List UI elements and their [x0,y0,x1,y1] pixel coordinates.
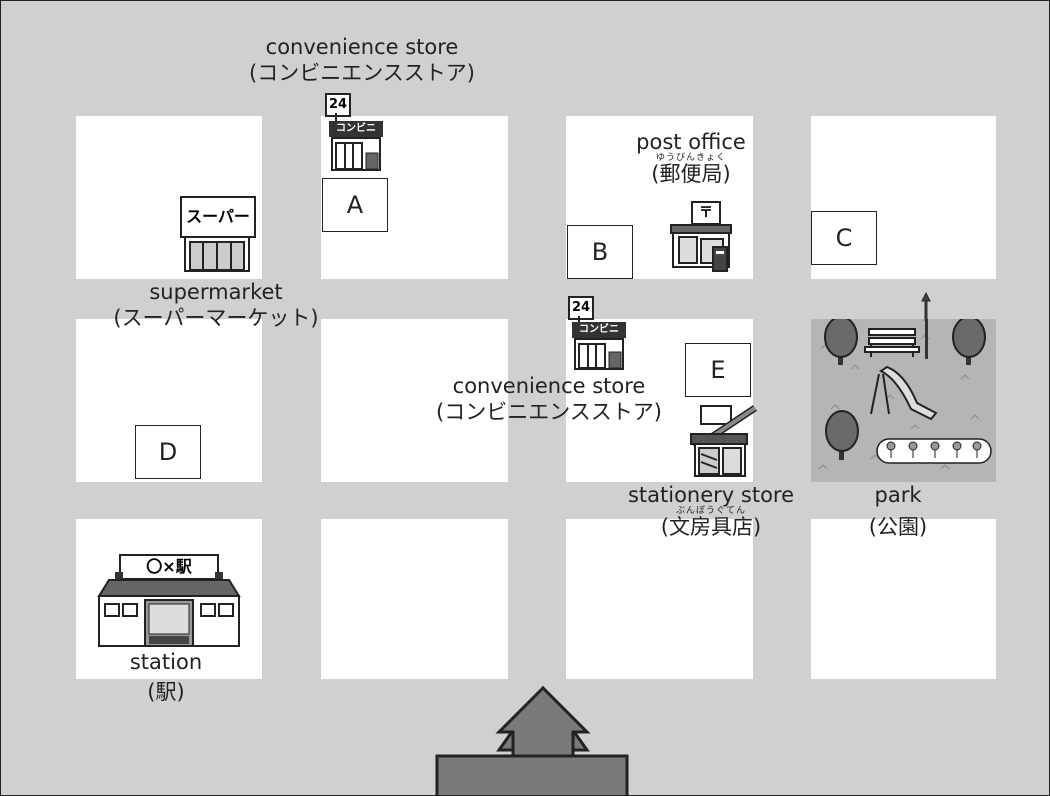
bench-icon [864,328,920,357]
postal-mark-icon: 〒 [691,201,721,225]
supermarket-en: supermarket [149,280,283,304]
tree-icon [825,410,859,460]
flower-bed-icon [876,438,992,464]
station-en: station [129,650,203,674]
marker-b: B [567,225,633,279]
park-label: park (公園) [843,484,953,538]
marker-a: A [322,178,388,232]
post-office-label: post office ゆうびんきょく (郵便局) [616,131,766,186]
supermarket-label: supermarket (スーパーマーケット) [91,281,341,329]
post-office-icon: 〒 [669,201,745,273]
stationery-store-icon [681,404,759,478]
stationery-store-en: stationery store [627,483,795,507]
convenience-store-b-en: convenience store [452,374,646,398]
sign-24: 24 [325,93,351,117]
up-arrow-icon [431,685,631,795]
convenience-store-a-sign: コンビニ [329,121,383,137]
station-ja: (駅) [147,680,185,705]
station-icon: 〇×駅 [95,554,243,650]
post-office-ruby: ゆうびんきょく [655,153,726,164]
block-r3c3 [566,519,753,679]
stationery-store-label: stationery store ぶんぼうぐてん (文房具店) [601,484,821,539]
slide-icon [870,365,938,421]
marker-e: E [685,343,751,397]
convenience-store-b-sign: コンビニ [572,322,626,338]
block-r2c2 [321,319,508,482]
street-lamp-icon [919,291,933,325]
stationery-store-ruby: ぶんぼうぐてん [675,506,747,517]
sign-24: 24 [568,296,594,320]
convenience-store-b-ja: (コンビニエンスストア) [436,400,662,425]
park-ja: (公園) [868,515,928,540]
park-area [811,299,996,482]
park-en: park [874,483,922,507]
stationery-store-ja: (文房具店) [660,515,762,540]
convenience-store-a-icon: 24 コンビニ [323,93,385,173]
post-office-en: post office [636,130,746,154]
marker-c: C [811,211,877,265]
convenience-store-a-label: convenience store (コンビニエンスストア) [237,36,487,84]
station-label: station (駅) [91,651,241,703]
block-r3c4 [811,519,996,679]
block-r3c2 [321,519,508,679]
convenience-store-b-icon: 24 コンビニ [568,296,630,372]
supermarket-icon: スーパー [178,196,258,274]
post-office-ja: (郵便局) [651,162,731,187]
convenience-store-a-en: convenience store [265,35,459,59]
marker-d: D [135,425,201,479]
convenience-store-b-label: convenience store (コンビニエンスストア) [414,375,684,423]
convenience-store-a-ja: (コンビニエンスストア) [249,61,475,86]
tree-icon [824,316,858,365]
supermarket-ja: (スーパーマーケット) [113,306,319,331]
supermarket-sign: スーパー [180,196,256,238]
